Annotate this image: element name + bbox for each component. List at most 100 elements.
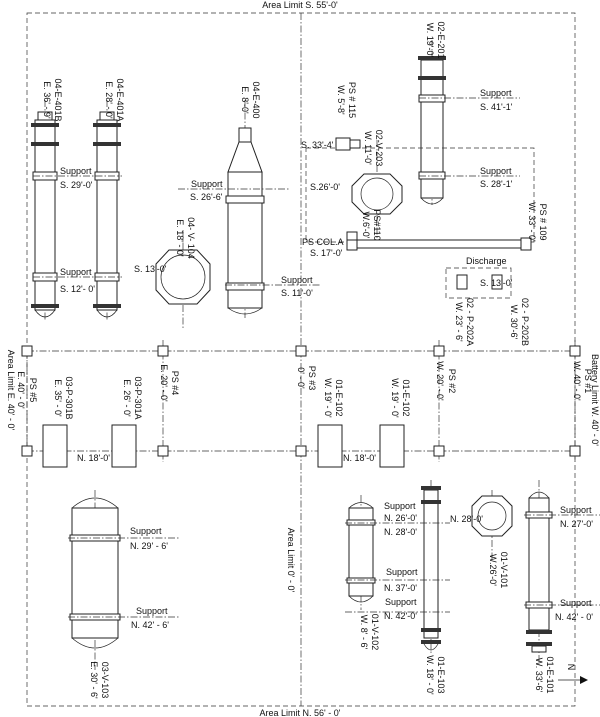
p301a-tag: 03-P-301A	[133, 376, 143, 419]
p202-area	[445, 267, 512, 299]
e101-tag: 01-E-101	[545, 656, 555, 693]
support-s12-dim: S. 12'- 0'	[60, 284, 95, 294]
v102-saddle	[346, 519, 376, 526]
drum-04-v-104	[155, 230, 211, 330]
v203-coord: W. 11'-0'	[363, 131, 373, 165]
drum-03-v-103	[69, 490, 121, 670]
p202a-tag: 02 - P-202A	[465, 298, 475, 346]
e102-1-shell	[317, 424, 343, 468]
ps115-tag: PS # 115	[347, 82, 357, 118]
support-s29-dim: S. 29'-0'	[60, 180, 93, 190]
rack-column-markers	[21, 345, 581, 457]
support-s12-label: Support	[60, 267, 92, 277]
support-s28-dim: S. 28'-1'	[480, 179, 513, 189]
drum-01-v-102	[346, 495, 376, 610]
support-n42-r-dim: N. 42' - 0'	[555, 612, 593, 622]
v104-shell	[160, 254, 206, 300]
support-n28-dim: N. 28'-0'	[384, 527, 417, 537]
rack-column	[157, 445, 169, 457]
e400-nozzle	[238, 127, 252, 143]
rack-column	[157, 345, 169, 357]
support-s29-label: Support	[60, 166, 92, 176]
v102-top-head	[348, 502, 374, 509]
v101-coord: W.26'-0'	[488, 554, 498, 586]
pumps-02-p-202	[445, 267, 512, 299]
unit02-dashed-area	[305, 147, 535, 243]
e101-coord: W. 33'-6'	[534, 658, 544, 693]
v101-shell	[477, 501, 507, 531]
exchanger-04-e-401b	[31, 100, 59, 320]
support-n37-dim: N. 37'-0'	[384, 583, 417, 593]
north-arrow-label: N	[566, 664, 576, 671]
ps5-label: PS #5	[28, 378, 38, 403]
e103-coord: W. 18' - 0'	[425, 655, 435, 695]
support-n27-label: Support	[560, 505, 592, 515]
ps115-pipe	[349, 139, 361, 149]
drum-01-v-101	[471, 490, 513, 560]
v203-octagon	[351, 173, 403, 215]
support-n42-label: Support	[136, 606, 168, 616]
north-arrow-head	[580, 676, 588, 684]
e400-saddle	[225, 282, 265, 291]
ps110-tag: PS#110	[372, 209, 382, 240]
e201-tag: 02-E-201	[436, 21, 446, 58]
north-arrow-icon	[558, 676, 588, 684]
support-s26-6-label: Support	[191, 179, 223, 189]
p301b-tag: 03-P-301B	[64, 376, 74, 419]
e401a-flange	[93, 123, 121, 127]
ps115-box	[335, 137, 351, 151]
e401a-saddle	[94, 272, 120, 282]
e103-shell	[423, 489, 439, 639]
v104-tag: 04- V- 104	[186, 217, 196, 259]
exchanger-01-e-101	[525, 480, 553, 665]
e101-flange	[526, 642, 552, 646]
rack-column	[295, 445, 307, 457]
e401b-tag: 04-E-401B	[53, 78, 63, 121]
ps5-coord: E. 40' - 0'	[16, 371, 26, 409]
e102-2-coord: W. 19' - 0'	[390, 378, 400, 418]
p301-dim-n18: N. 18'-0'	[77, 453, 110, 463]
exchanger-04-e-401a	[93, 100, 121, 320]
e401a-channel	[99, 111, 115, 121]
e400-tag: 04-E-400	[251, 81, 261, 118]
e400-head	[227, 307, 263, 315]
e101-channel	[531, 645, 547, 653]
support-n27-dim: N. 27'-0'	[560, 519, 593, 529]
rack-column	[433, 445, 445, 457]
v103-tag: 03-V-103	[100, 662, 110, 699]
support-n42-0-dim: N. 42'-0'	[384, 611, 417, 621]
e103-tag: 01-E-103	[436, 656, 446, 693]
pipe-support-ps-col-a	[346, 237, 532, 251]
area-limit-middle-label: Area Limit 0' - 0'	[286, 528, 296, 593]
ps2-coord: W. 20' - 0'	[435, 361, 445, 401]
discharge-dim: S. 13'-0'	[480, 278, 513, 288]
support-n42-r-label: Support	[560, 598, 592, 608]
e401b-channel	[37, 111, 53, 121]
e103-flange	[421, 500, 441, 504]
e201-saddle	[418, 94, 446, 103]
e400-coord: E. 8'-0'	[240, 86, 250, 114]
ps-col-a-end	[520, 237, 532, 251]
p202a-coord: W. 23' - 6'	[454, 302, 464, 342]
v103-bottom-head	[71, 637, 119, 649]
rack-column	[21, 445, 33, 457]
battery-limit-right-label: Battery Limit W. 40' - 0'	[590, 354, 600, 446]
e400-saddle	[225, 195, 265, 204]
p301b-coord: E. 35' - 0'	[53, 379, 63, 417]
pumps-03-p-301	[42, 424, 137, 468]
p202b-coord: W. 30'-6'	[509, 305, 519, 340]
ps110-coord: W.6'-0'	[361, 212, 371, 239]
area-limit-bottom-label: Area Limit N. 56' - 0'	[260, 708, 341, 717]
support-n37-label: Support	[386, 567, 418, 577]
ps3-coord: 0' - 0'	[296, 367, 306, 389]
v101-dim-n28: N. 28'-0'	[450, 514, 483, 524]
e103-head	[423, 643, 439, 651]
support-s28-label: Support	[480, 166, 512, 176]
v103-coord: E. 30' - 6'	[89, 661, 99, 699]
e401b-flange	[31, 304, 59, 308]
e401a-head	[96, 309, 118, 318]
drum-02-v-203	[351, 140, 403, 245]
e103-flange	[421, 628, 441, 632]
e201-coord: W. 19'-0'	[425, 23, 435, 58]
